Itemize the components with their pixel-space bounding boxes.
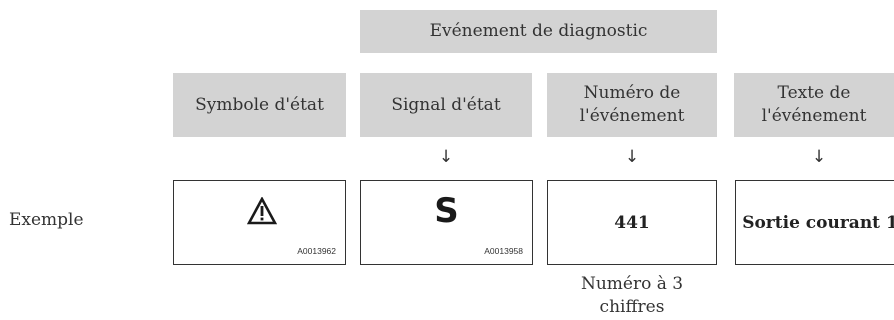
row-label-example: Exemple [9,210,84,230]
example-event-number-box: 441 [547,180,717,265]
warning-triangle-icon [247,197,277,225]
example-status-symbol-box: A0013962 [173,180,346,265]
column-header-label: Texte de l'événement [761,83,867,126]
event-number-footnote: Numéro à 3 chiffres [580,274,684,317]
event-number-value: 441 [614,212,650,233]
status-signal-s-icon: S [434,191,459,231]
column-header-label: Symbole d'état [195,94,324,115]
example-event-text-box: Sortie courant 1 [735,180,894,265]
column-header-event-number: Numéro de l'événement [547,73,717,137]
down-arrow-icon: ↓ [624,147,640,167]
group-header-diagnostic-event: Evénement de diagnostic [360,10,717,53]
group-header-label: Evénement de diagnostic [429,21,648,41]
example-status-signal-box: S A0013958 [360,180,533,265]
image-code: A0013962 [297,246,336,256]
down-arrow-icon: ↓ [438,147,454,167]
column-header-status-symbol: Symbole d'état [173,73,346,137]
column-header-label: Numéro de l'événement [579,83,685,126]
column-header-label: Signal d'état [391,94,501,115]
image-code: A0013958 [484,246,523,256]
column-header-status-signal: Signal d'état [360,73,532,137]
column-header-event-text: Texte de l'événement [734,73,894,137]
down-arrow-icon: ↓ [811,147,827,167]
event-text-value: Sortie courant 1 [742,212,894,233]
